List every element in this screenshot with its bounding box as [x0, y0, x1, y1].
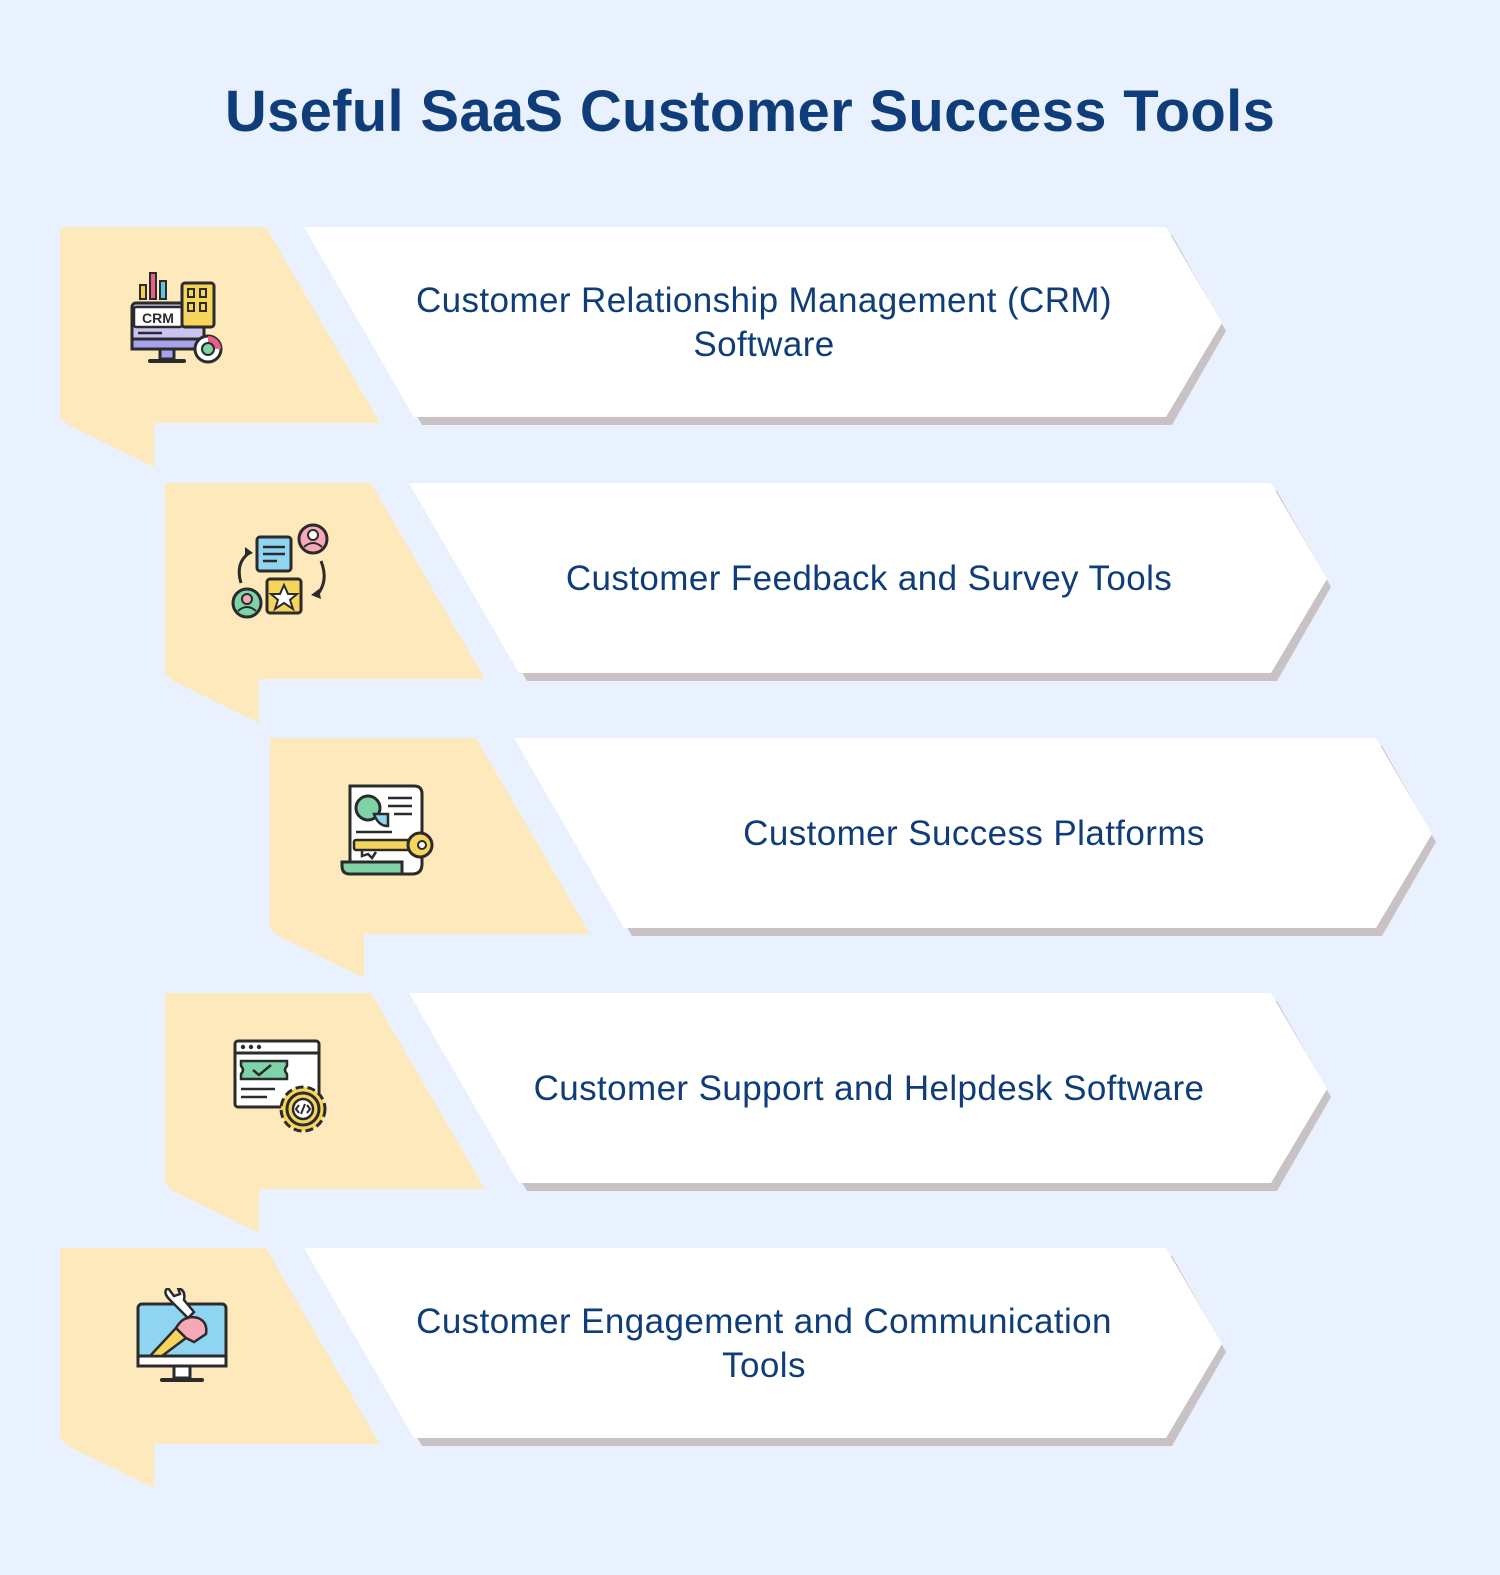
item-card: Customer Feedback and Survey Tools: [409, 483, 1331, 683]
item-tab: [165, 483, 487, 725]
item-tab: [165, 993, 487, 1235]
item-label: Customer Engagement and Communication To…: [416, 1302, 1112, 1385]
item-card: Customer Support and Helpdesk Software: [409, 993, 1331, 1193]
item-card: Customer Engagement and Communication To…: [304, 1248, 1226, 1448]
item-tab: [270, 738, 592, 980]
ticket-gear-icon: [227, 1033, 337, 1143]
item-label: Customer Success Platforms: [743, 814, 1205, 853]
item-label: Customer Relationship Management (CRM) S…: [415, 281, 1112, 364]
feedback-survey-icon: [227, 523, 337, 633]
item-tab: [60, 1248, 382, 1490]
item-card: Customer Success Platforms: [514, 738, 1436, 938]
item-label: Customer Feedback and Survey Tools: [565, 559, 1173, 598]
item-tab: CRM: [60, 227, 382, 469]
crm-monitor-icon: CRM: [122, 267, 232, 377]
svg-text:CRM: CRM: [142, 310, 174, 326]
document-key-icon: [332, 778, 442, 888]
page-title: Useful SaaS Customer Success Tools: [224, 79, 1276, 144]
monitor-wrench-icon: [122, 1286, 232, 1398]
item-label: Customer Support and Helpdesk Software: [533, 1069, 1205, 1108]
item-card: Customer Relationship Management (CRM) S…: [304, 227, 1226, 427]
